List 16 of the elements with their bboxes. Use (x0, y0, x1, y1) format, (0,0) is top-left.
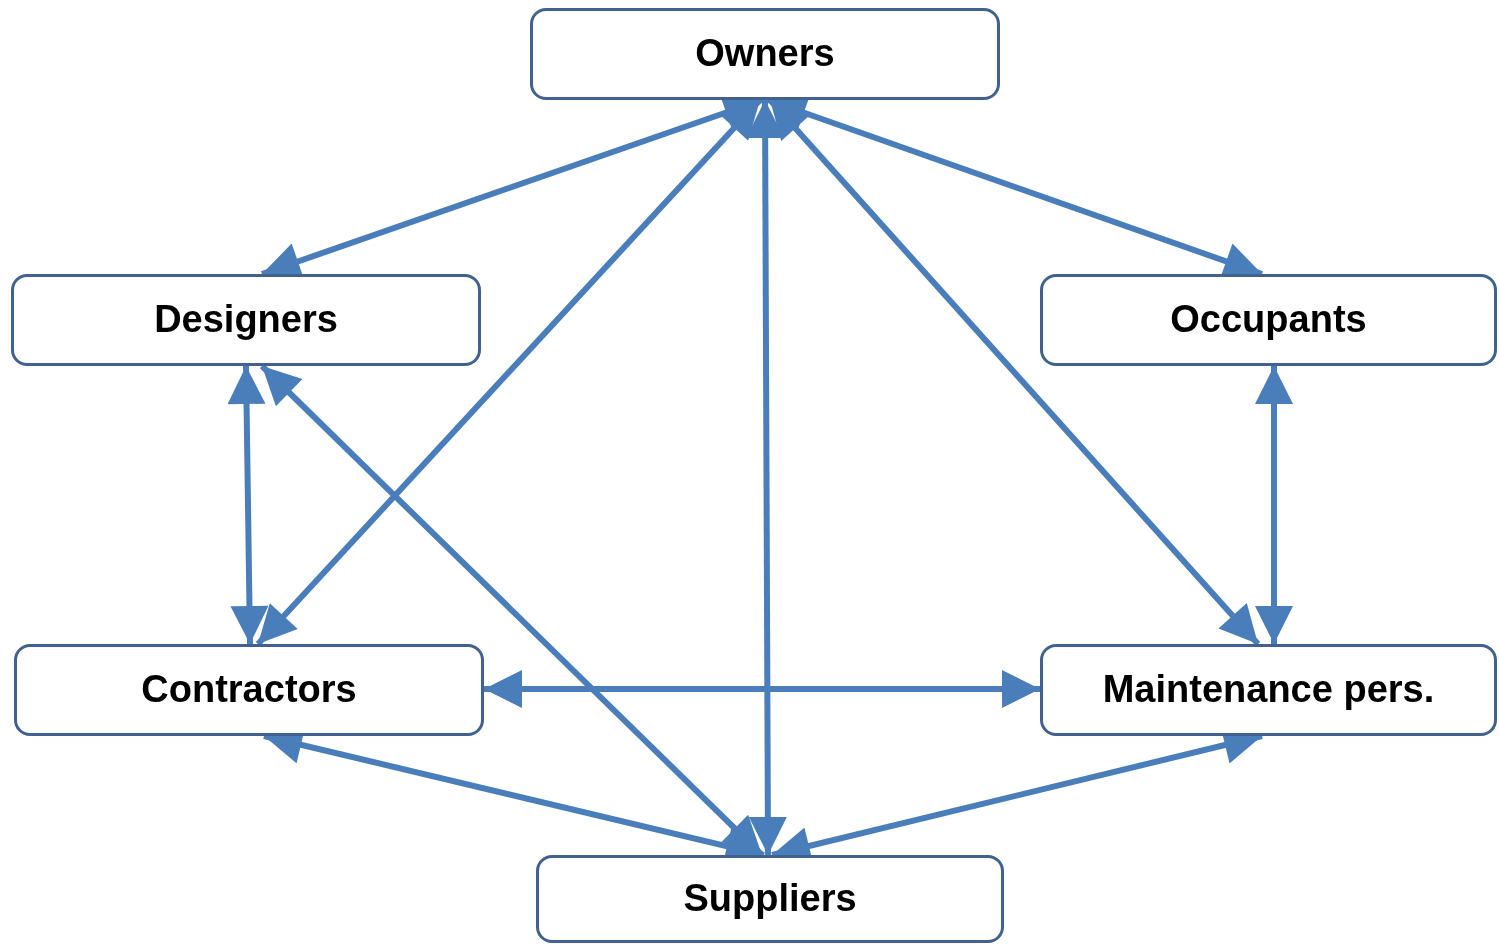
role-box (1040, 274, 1497, 366)
role-label: Occupants (1170, 297, 1367, 343)
role-label: Owners (695, 31, 835, 77)
role-box (1040, 644, 1497, 736)
role-label: Maintenance pers. (1102, 667, 1435, 713)
role-label: Designers (154, 297, 338, 343)
double-arrow (227, 365, 269, 645)
role-label: Suppliers (683, 876, 857, 922)
double-arrow (484, 670, 1040, 708)
role-box (11, 274, 481, 366)
role-box (14, 644, 484, 736)
role-box (530, 8, 1000, 100)
double-arrow (1255, 366, 1293, 644)
double-arrow (746, 100, 787, 855)
role-box (536, 855, 1004, 943)
role-label: Contractors (141, 667, 357, 713)
